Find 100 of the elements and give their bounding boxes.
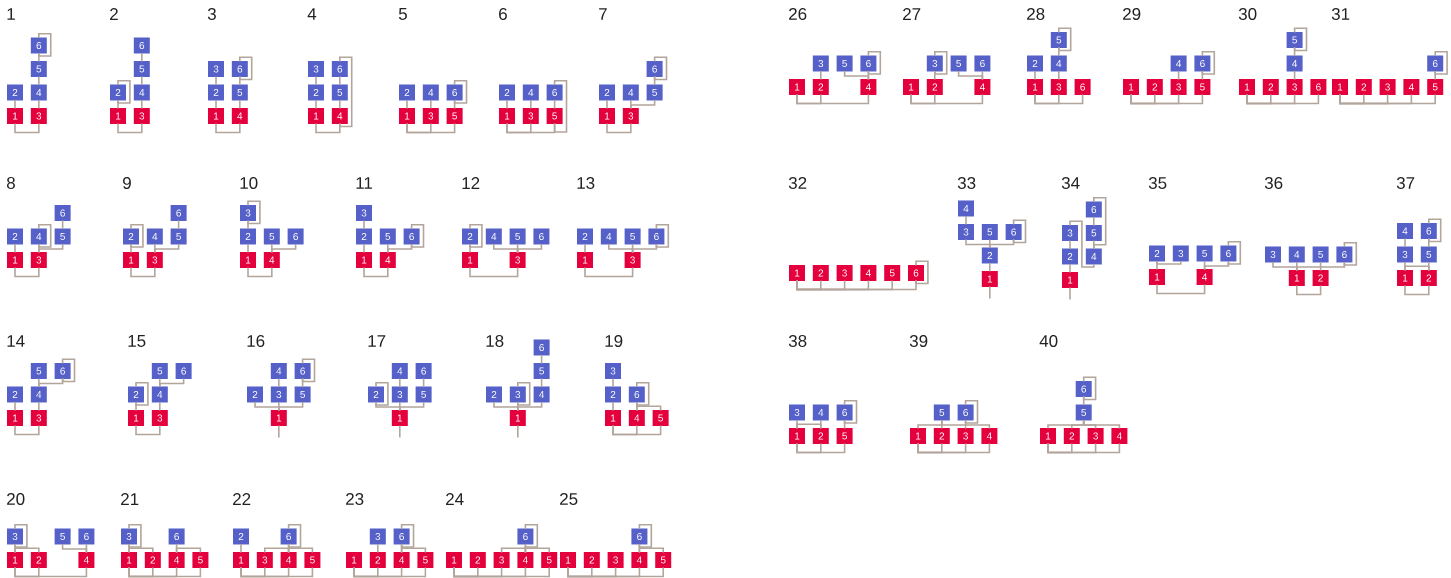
number-square: 5 bbox=[54, 528, 71, 545]
panel-number: 1 bbox=[7, 8, 15, 20]
panel-number: 39 bbox=[909, 334, 928, 347]
connector-line bbox=[38, 223, 52, 248]
number-square: 5 bbox=[546, 108, 563, 124]
connector-line bbox=[61, 358, 76, 383]
connector-line bbox=[964, 399, 979, 424]
number-square: 3 bbox=[270, 386, 287, 403]
number-square: 2 bbox=[469, 552, 486, 568]
number-square: 3 bbox=[1265, 246, 1281, 263]
number-square: 3 bbox=[1379, 79, 1396, 95]
number-square: 1 bbox=[1239, 79, 1255, 95]
connector-line bbox=[14, 567, 88, 578]
number-square: 3 bbox=[624, 252, 641, 268]
number-square: 6 bbox=[533, 339, 550, 356]
number-square: 3 bbox=[1172, 245, 1189, 262]
number-square: 2 bbox=[926, 79, 943, 95]
panel-number: 16 bbox=[247, 334, 265, 347]
connector-line bbox=[653, 56, 668, 81]
panel-number: 3 bbox=[207, 7, 216, 20]
panel-number: 2 bbox=[110, 8, 118, 20]
connector-line bbox=[377, 543, 379, 553]
connector-line bbox=[453, 79, 468, 104]
number-square: 3 bbox=[607, 552, 624, 568]
connector-line bbox=[271, 243, 297, 253]
connector-line bbox=[612, 401, 614, 411]
number-square: 2 bbox=[7, 228, 23, 245]
number-square: 1 bbox=[233, 552, 249, 568]
number-square: 1 bbox=[981, 271, 998, 287]
number-square: 5 bbox=[263, 228, 280, 245]
connector-line bbox=[14, 99, 16, 109]
connector-line bbox=[14, 401, 16, 411]
panel-number: 21 bbox=[121, 493, 139, 505]
connector-line bbox=[517, 381, 531, 406]
number-square: 4 bbox=[1288, 246, 1305, 263]
connector-line bbox=[287, 523, 302, 548]
connector-line bbox=[363, 243, 365, 253]
connector-line bbox=[524, 523, 539, 548]
connector-line bbox=[867, 50, 882, 75]
panel-number: 17 bbox=[368, 335, 386, 347]
connector-line bbox=[400, 547, 427, 553]
connector-line bbox=[38, 99, 40, 109]
connector-line bbox=[38, 32, 52, 57]
connector-line bbox=[1404, 285, 1430, 296]
number-square: 6 bbox=[836, 404, 853, 421]
number-square: 2 bbox=[1355, 79, 1372, 95]
connector-line bbox=[1069, 263, 1071, 273]
number-square: 6 bbox=[287, 228, 304, 245]
connector-line bbox=[636, 381, 650, 406]
number-square: 4 bbox=[1111, 428, 1128, 444]
panel-number: 31 bbox=[1331, 7, 1350, 20]
connector-line bbox=[339, 99, 341, 109]
connector-line bbox=[406, 99, 408, 109]
connector-line bbox=[843, 70, 870, 80]
connector-line bbox=[1058, 70, 1060, 80]
connector-line bbox=[1093, 196, 1107, 250]
panel-number: 15 bbox=[128, 335, 146, 347]
connector-line bbox=[540, 378, 543, 388]
number-square: 5 bbox=[884, 265, 901, 281]
panel-number: 27 bbox=[903, 8, 921, 20]
connector-line bbox=[1156, 284, 1206, 295]
connector-line bbox=[278, 425, 280, 438]
connector-line bbox=[636, 405, 662, 411]
number-square: 6 bbox=[1220, 245, 1237, 262]
connector-line bbox=[410, 223, 425, 248]
connector-line bbox=[1293, 70, 1296, 80]
number-square: 1 bbox=[1040, 428, 1056, 444]
number-square: 2 bbox=[356, 228, 372, 245]
connector-line bbox=[215, 76, 217, 86]
number-square: 2 bbox=[369, 552, 386, 568]
connector-line bbox=[820, 70, 822, 80]
number-square: 6 bbox=[294, 363, 311, 379]
number-square: 1 bbox=[903, 79, 919, 95]
connector-line bbox=[215, 99, 217, 109]
number-square: 5 bbox=[192, 552, 209, 568]
number-square: 5 bbox=[379, 228, 396, 245]
number-square: 5 bbox=[509, 228, 526, 245]
number-square: 4 bbox=[422, 84, 439, 101]
number-square: 2 bbox=[1312, 270, 1329, 286]
connector-line bbox=[638, 547, 664, 553]
number-square: 5 bbox=[533, 363, 550, 379]
number-square: 3 bbox=[391, 386, 408, 403]
number-square: 3 bbox=[812, 55, 829, 72]
connector-line bbox=[278, 401, 304, 411]
number-square: 6 bbox=[1074, 79, 1091, 95]
connector-line bbox=[843, 399, 858, 424]
number-square: 1 bbox=[123, 252, 139, 268]
number-square: 3 bbox=[30, 410, 47, 426]
number-square: 5 bbox=[646, 84, 663, 101]
connector-line bbox=[540, 354, 543, 364]
connector-line bbox=[1069, 240, 1071, 250]
number-square: 2 bbox=[1262, 79, 1279, 95]
connector-line bbox=[493, 243, 519, 253]
connector-line bbox=[128, 567, 202, 578]
number-square: 4 bbox=[391, 363, 408, 379]
panel-number: 33 bbox=[957, 176, 976, 189]
number-square: 5 bbox=[304, 552, 321, 568]
number-square: 6 bbox=[1336, 246, 1353, 263]
connector-line bbox=[1404, 265, 1430, 271]
connector-line bbox=[117, 79, 131, 104]
